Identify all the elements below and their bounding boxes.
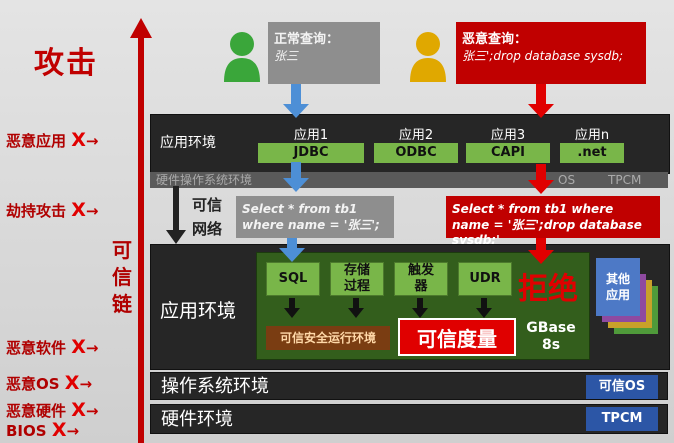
- app-name-3: 应用3: [490, 128, 526, 143]
- x-mark-icon: X: [71, 336, 86, 358]
- component-sql: SQL: [266, 262, 320, 296]
- trusted-os-tag: 可信OS: [586, 375, 658, 399]
- malicious-sql-callout: Select * from tb1 where name = '张三';drop…: [446, 196, 660, 247]
- normal-user-icon: [224, 32, 260, 82]
- normal-query-callout: 正常查询： 张三: [268, 22, 380, 84]
- threat-hijack: 劫持攻击 X→: [6, 199, 99, 221]
- component-proc: 存储过程: [330, 262, 384, 296]
- os-env-bar: 操作系统环境: [150, 372, 668, 400]
- db-env-label: 应用环境: [160, 300, 237, 322]
- trusted-network-1: 可信: [192, 196, 223, 214]
- x-mark-icon: X: [71, 129, 86, 151]
- gbase-label: GBase 8s: [526, 320, 576, 353]
- app-env-label: 应用环境: [160, 135, 216, 151]
- app-name-1: 应用1: [293, 128, 329, 143]
- app-api-n: .net: [560, 143, 624, 163]
- chain-label-1: 可: [112, 238, 132, 262]
- normal-sql-callout: Select * from tb1 where name = '张三';: [236, 196, 394, 238]
- threat-malicious-os: 恶意OS X→: [6, 372, 93, 394]
- x-mark-icon: X: [71, 199, 86, 221]
- reject-label: 拒绝: [518, 272, 578, 307]
- chain-label-3: 链: [112, 292, 132, 316]
- app-name-n: 应用n: [574, 128, 610, 143]
- malicious-query-callout: 恶意查询： 张三';drop database sysdb;: [456, 22, 646, 84]
- component-udr: UDR: [458, 262, 512, 296]
- malicious-user-icon: [410, 32, 446, 82]
- x-mark-icon: X: [71, 399, 86, 421]
- trusted-runtime: 可信安全运行环境: [266, 326, 390, 350]
- app-api-2: ODBC: [374, 143, 458, 163]
- app-api-1: JDBC: [258, 143, 364, 163]
- threat-malicious-hw: 恶意硬件 X→: [6, 399, 99, 421]
- component-arrows: [284, 298, 492, 318]
- tpcm-tag: TPCM: [586, 407, 658, 431]
- other-apps: 其他应用: [596, 258, 640, 316]
- x-mark-icon: X: [51, 419, 67, 441]
- down-arrow-icon: [166, 186, 186, 244]
- trusted-network-2: 网络: [192, 220, 223, 238]
- threat-malicious-app: 恶意应用 X→: [6, 129, 99, 151]
- chain-label-2: 信: [112, 265, 132, 289]
- trust-chain-arrow: [130, 18, 152, 443]
- x-mark-icon: X: [64, 372, 80, 394]
- trusted-measure: 可信度量: [398, 318, 516, 356]
- app-api-3: CAPI: [466, 143, 550, 163]
- app-name-2: 应用2: [398, 128, 434, 143]
- threat-malware: 恶意软件 X→: [6, 336, 99, 358]
- component-trigger: 触发器: [394, 262, 448, 296]
- threat-bios: BIOS X→: [6, 419, 80, 441]
- hw-env-bar: 硬件环境: [150, 404, 668, 434]
- attack-title: 攻击: [34, 46, 98, 81]
